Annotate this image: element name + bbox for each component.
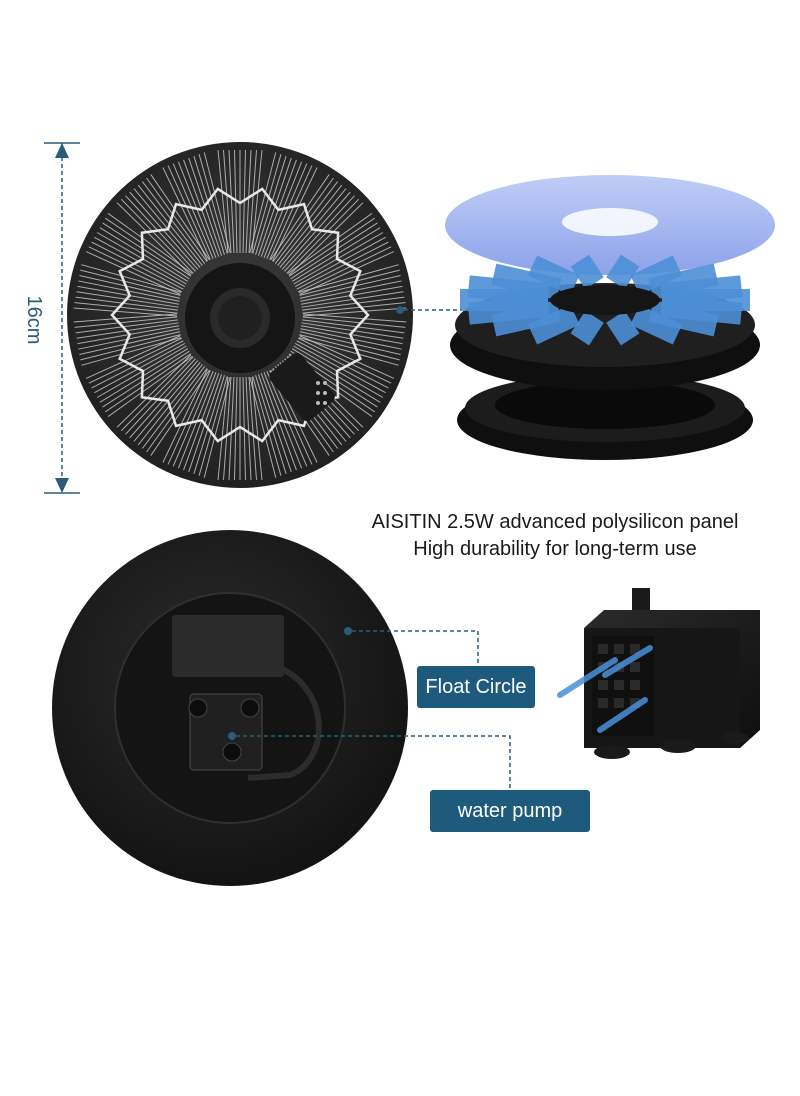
- caption-line-2: High durability for long-term use: [413, 538, 697, 560]
- exploded-panel-view: [445, 175, 775, 460]
- caption-line-1: AISITIN 2.5W advanced polysilicon panel: [371, 511, 739, 533]
- water-pump-illustration: [557, 588, 760, 759]
- float-circle-bottom: [52, 530, 408, 886]
- float-circle-label: Float Circle: [417, 666, 535, 708]
- dimension-label: 16cm: [23, 295, 46, 345]
- dimension-line: [44, 142, 80, 494]
- water-pump-label: water pump: [430, 790, 590, 832]
- solar-panel-front: [67, 142, 413, 488]
